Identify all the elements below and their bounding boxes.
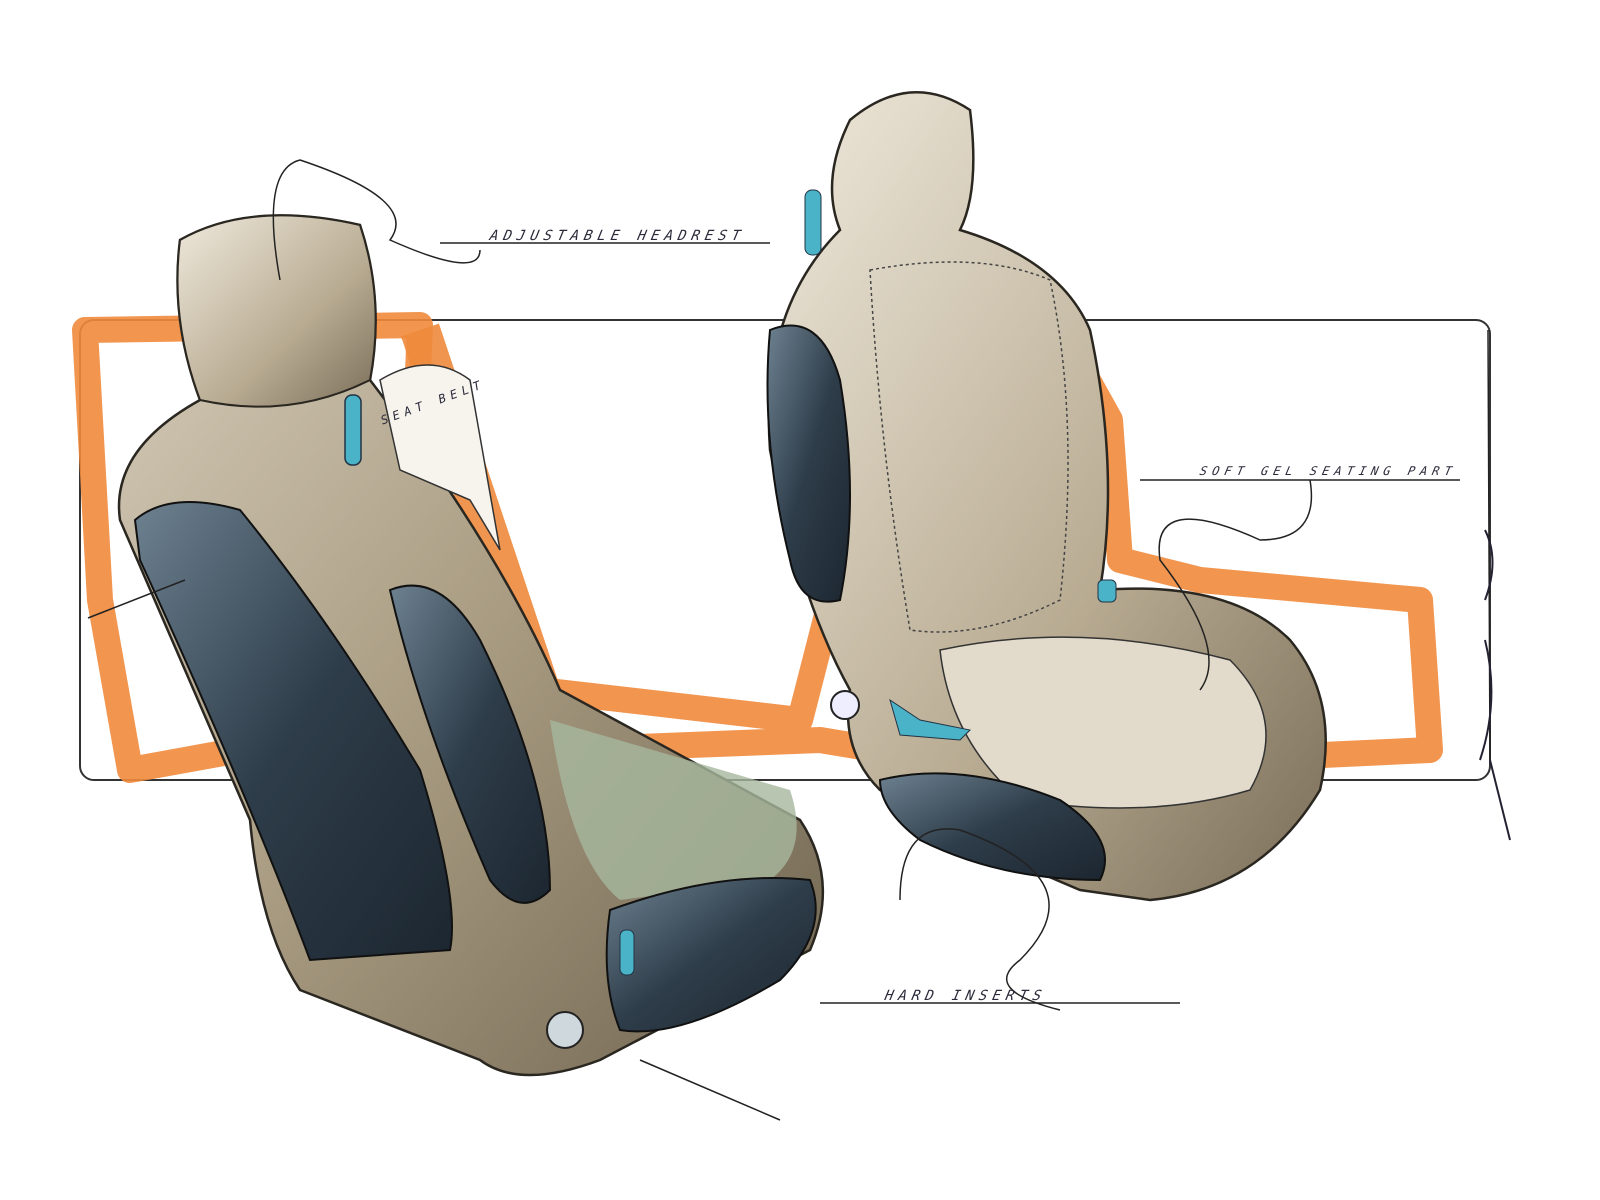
right-seat [766, 91, 1327, 902]
label-soft-gel-seating-part: SOFT GEL SEATING PART [1198, 464, 1459, 478]
leader-lines [87, 159, 1491, 1121]
left-seat [117, 214, 825, 1077]
signature [1479, 529, 1511, 841]
seat-belt [379, 364, 501, 551]
label-adjustable-headrest: ADJUSTABLE HEADREST [488, 228, 747, 244]
label-hard-inserts: HARD INSERTS [883, 988, 1048, 1004]
